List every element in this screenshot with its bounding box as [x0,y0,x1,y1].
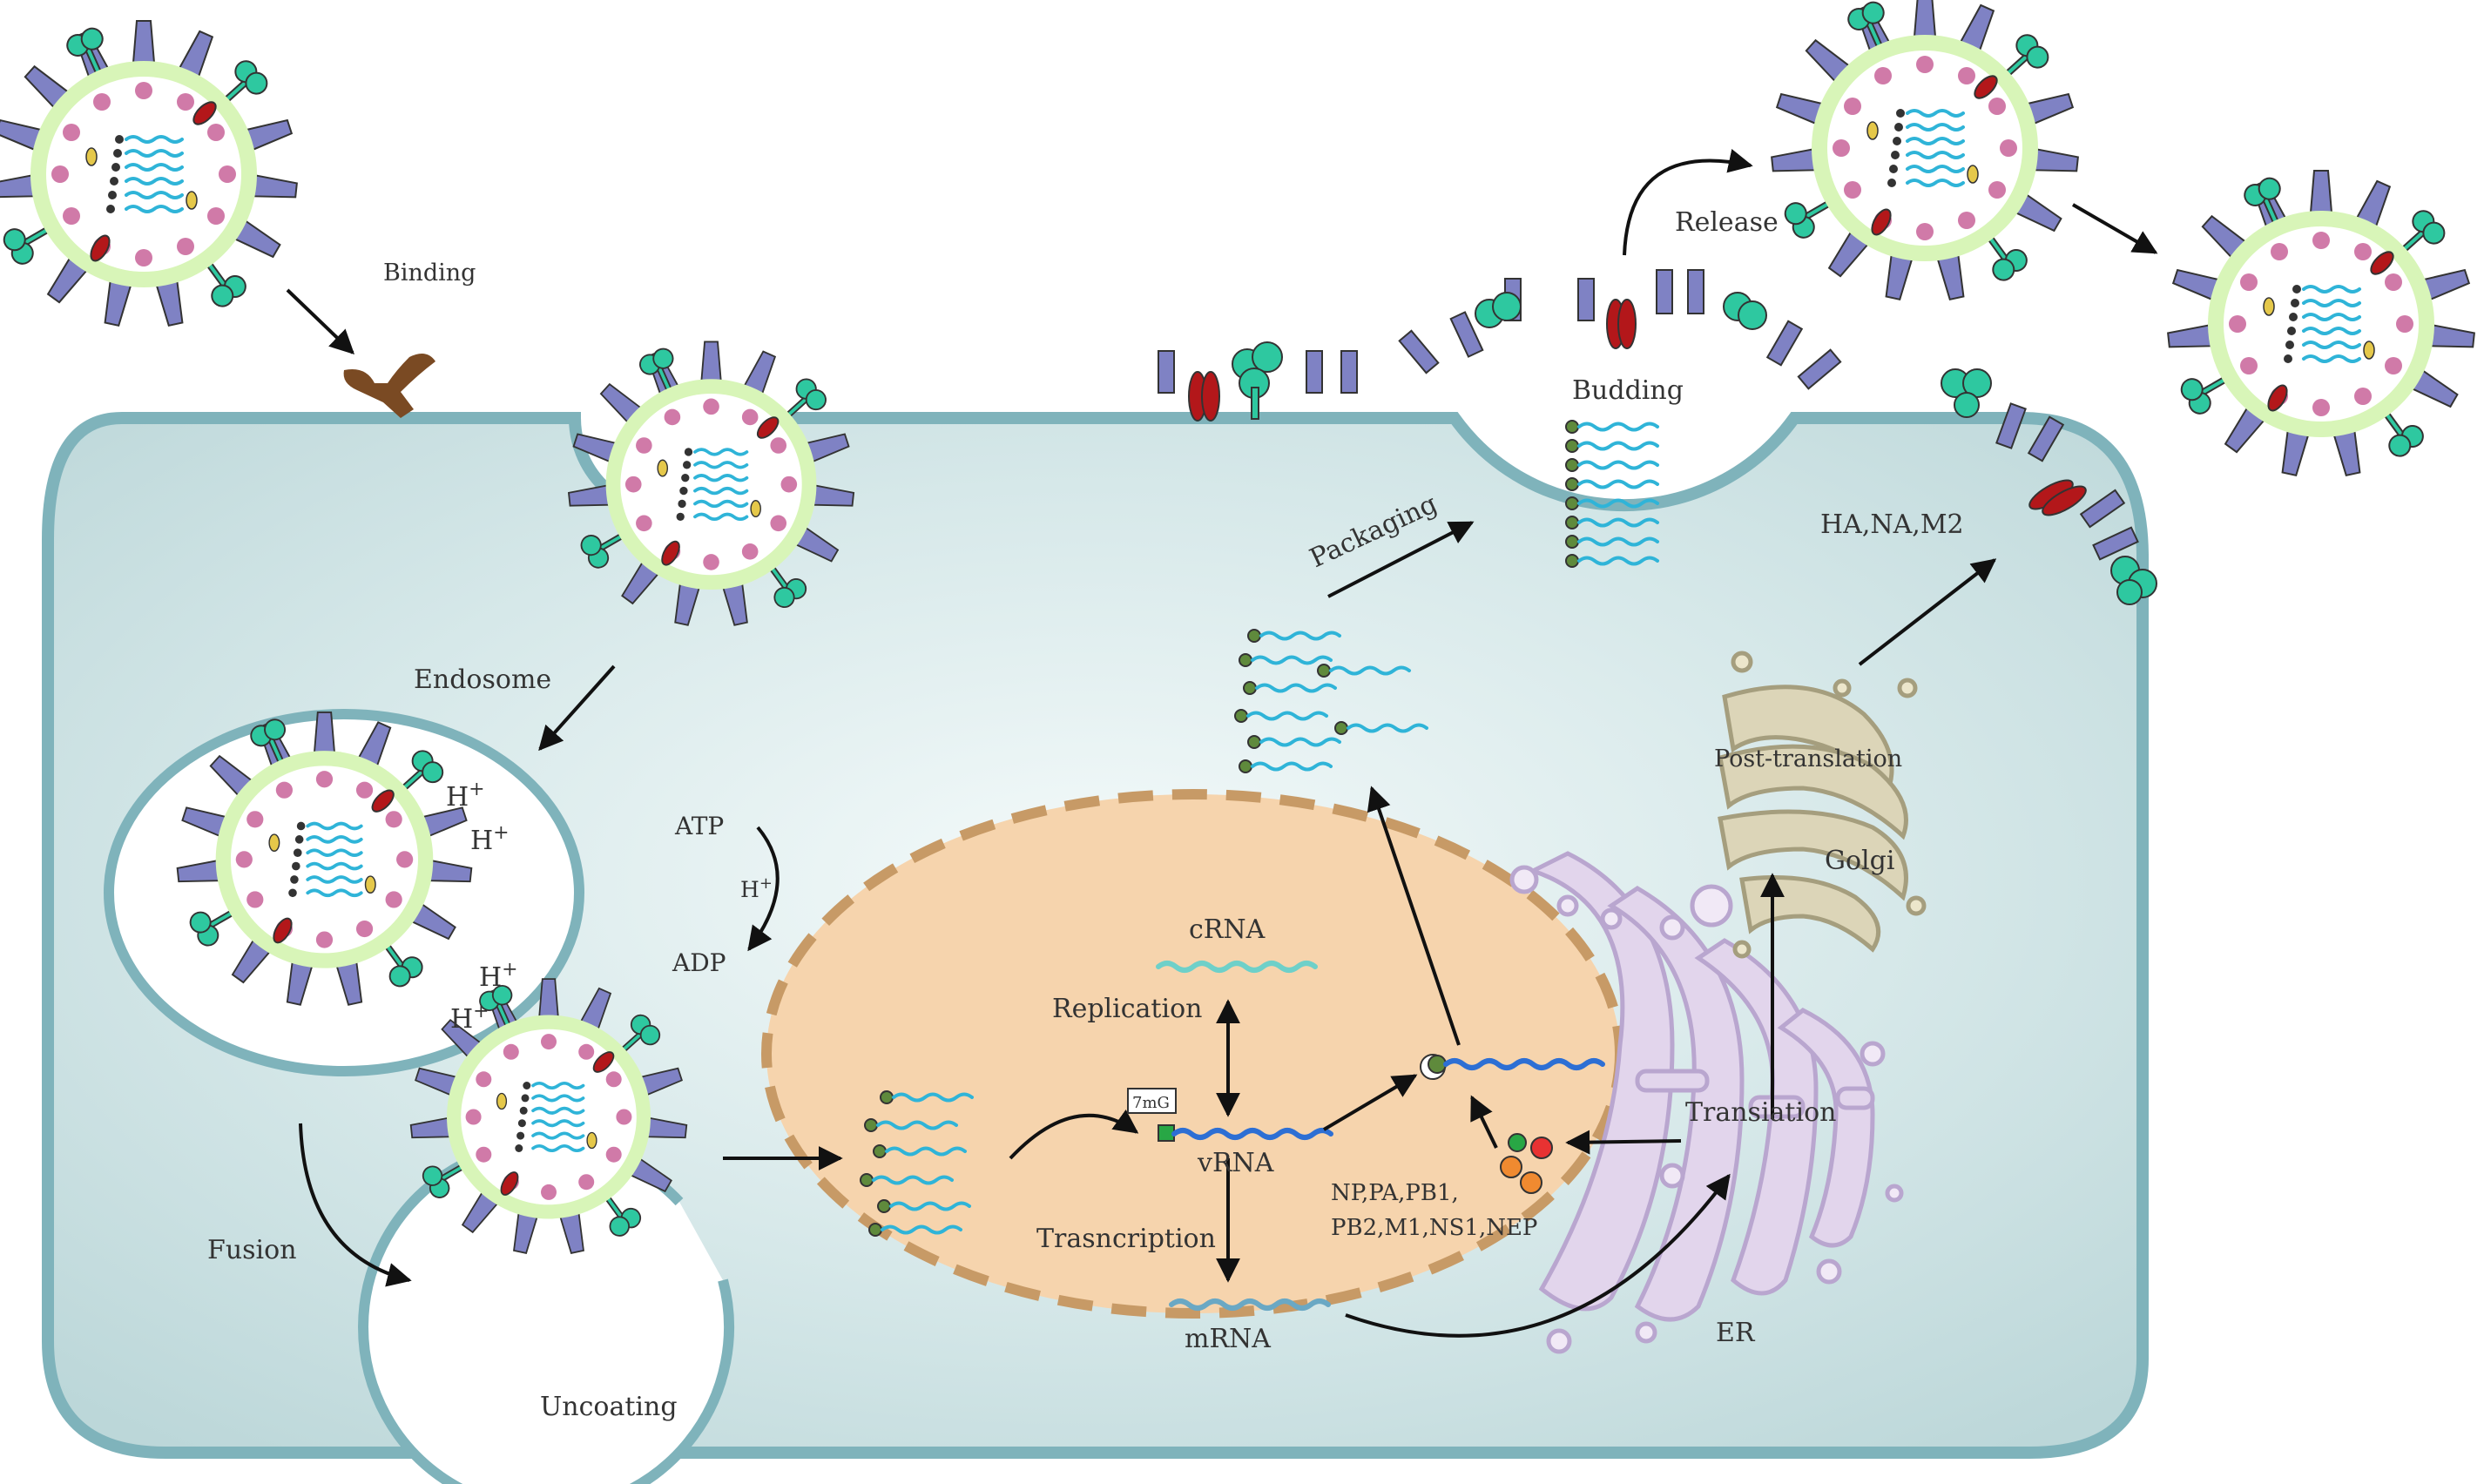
mrna-label: mRNA [1185,1324,1271,1354]
cap-label: 7mG [1132,1094,1170,1112]
vrnp-exported [1420,1054,1603,1080]
endosome-label: Endosome [414,664,551,695]
post-translation-label: Post-translation [1714,745,1902,772]
replication-label: Replication [1052,994,1202,1024]
cap-box [1127,1088,1177,1114]
proteins-line-1: NP,PA,PB1, [1331,1180,1459,1206]
transcription-label: Trasncription [1036,1224,1216,1254]
fusion-label: Fusion [207,1235,297,1265]
proteins-line-2: PB2,M1,NS1,NEP [1331,1215,1537,1241]
surface-proteins-label: HA,NA,M2 [1820,509,1964,540]
influenza-virion-icon [0,19,300,328]
uncoating-label: Uncoating [540,1392,678,1422]
h-plus-endosome-4: H+ [450,1001,489,1035]
translation-label: Transiation [1685,1097,1836,1128]
vrna-strand [1158,1124,1331,1142]
golgi-label: Golgi [1825,846,1894,876]
endosome [104,709,584,1076]
h-plus-endosome-1: H+ [446,779,485,813]
h-plus-endosome-3: H+ [479,959,518,993]
budding-virion [1398,269,1842,390]
membrane-proteins [1158,341,1358,422]
h-plus-cycle-label: H+ [740,874,773,902]
binding-label: Binding [383,260,476,287]
vrna-label: vRNA [1197,1148,1274,1178]
crna-label: cRNA [1189,914,1266,945]
labels: Binding Endosome Fusion Uncoating ATP AD… [207,207,1964,1422]
uncoating-vesicle [358,977,734,1484]
budding-label: Budding [1572,375,1684,406]
h-plus-endosome-2: H+ [470,822,510,856]
ribosome-icon [1500,1133,1553,1194]
er-label: ER [1716,1318,1756,1348]
influenza-virion-icon [2165,169,2477,478]
arrows [286,149,2158,1338]
er-icon [1509,851,1904,1354]
influenza-virion-icon [1769,0,2081,302]
receptor-icon [343,354,435,418]
atp-label: ATP [674,812,724,840]
release-label: Release [1675,207,1779,238]
adp-label: ADP [672,948,726,977]
surface-protein-cluster [1941,368,2157,605]
